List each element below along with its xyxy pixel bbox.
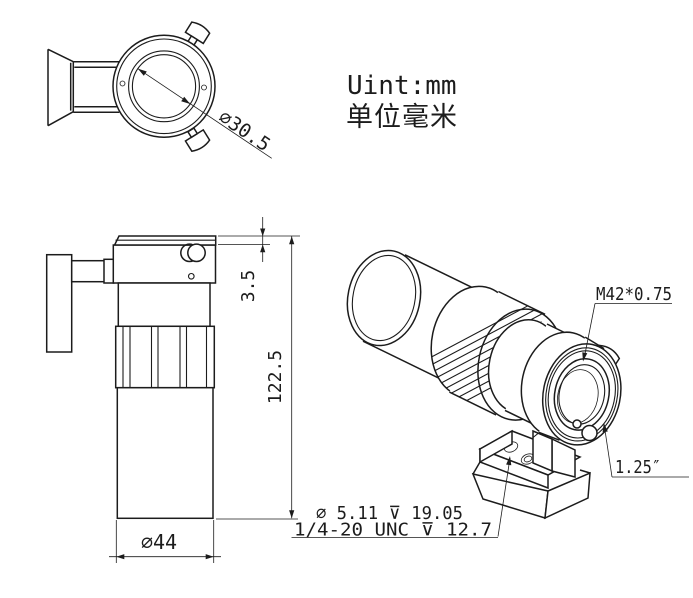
dim-cap-lip: 3.5 <box>218 217 300 302</box>
iso-tube-rim <box>346 249 422 347</box>
cap-screw <box>187 243 206 263</box>
unit-note-en: Uint:mm <box>347 71 457 101</box>
iso-view: M42*0.75 1.25″ ∅ 5.11 ⊽ 19.05 1/4-20 UNC… <box>291 249 689 541</box>
unit-note-zh: 单位毫米 <box>346 102 458 133</box>
base-riser <box>532 429 553 473</box>
hole-note-line2: 1/4-20 UNC ⊽ 12.7 <box>294 520 492 541</box>
arrowhead <box>181 96 191 104</box>
dim-tube-diameter: ∅44 <box>109 520 221 563</box>
top-thumbscrew-lower <box>184 127 211 153</box>
thread-label: M42*0.75 <box>596 284 672 305</box>
dim-tube-diameter-label: ∅44 <box>141 530 177 554</box>
top-view: ∅30.5 <box>47 21 274 159</box>
arrowhead <box>137 68 147 76</box>
dovetail-front-right <box>544 471 591 520</box>
ring-screw-left <box>119 80 126 87</box>
leader-base-hole: ∅ 5.11 ⊽ 19.05 1/4-20 UNC ⊽ 12.7 <box>291 456 512 541</box>
dim-body-length-label: 122.5 <box>265 350 286 404</box>
eyepiece-label: 1.25″ <box>615 457 661 478</box>
side-view-knurl-ring <box>114 325 216 389</box>
eyepiece-bore <box>553 357 611 431</box>
leader-thread: M42*0.75 <box>582 284 672 362</box>
ring-screw-right <box>201 84 207 91</box>
dim-cap-lip-label: 3.5 <box>238 270 259 303</box>
leader-eyepiece: 1.25″ <box>602 423 689 478</box>
top-view-bracket <box>47 48 120 127</box>
side-view: 3.5 122.5 ∅44 <box>45 217 300 563</box>
iso-base <box>471 429 591 520</box>
side-view-tube <box>116 386 214 520</box>
side-view-bracket <box>45 253 115 353</box>
iso-lock-screw <box>572 419 598 442</box>
dim-body-length: 122.5 <box>216 236 298 520</box>
side-view-body <box>112 235 217 520</box>
dim-ring-diameter-label: ∅30.5 <box>214 106 274 156</box>
cap-pin <box>187 272 195 280</box>
hole-note-line1: ∅ 5.11 ⊽ 19.05 <box>316 503 463 524</box>
iso-eyepiece-ring <box>520 331 622 446</box>
unit-note: Uint:mm 单位毫米 <box>346 71 458 133</box>
